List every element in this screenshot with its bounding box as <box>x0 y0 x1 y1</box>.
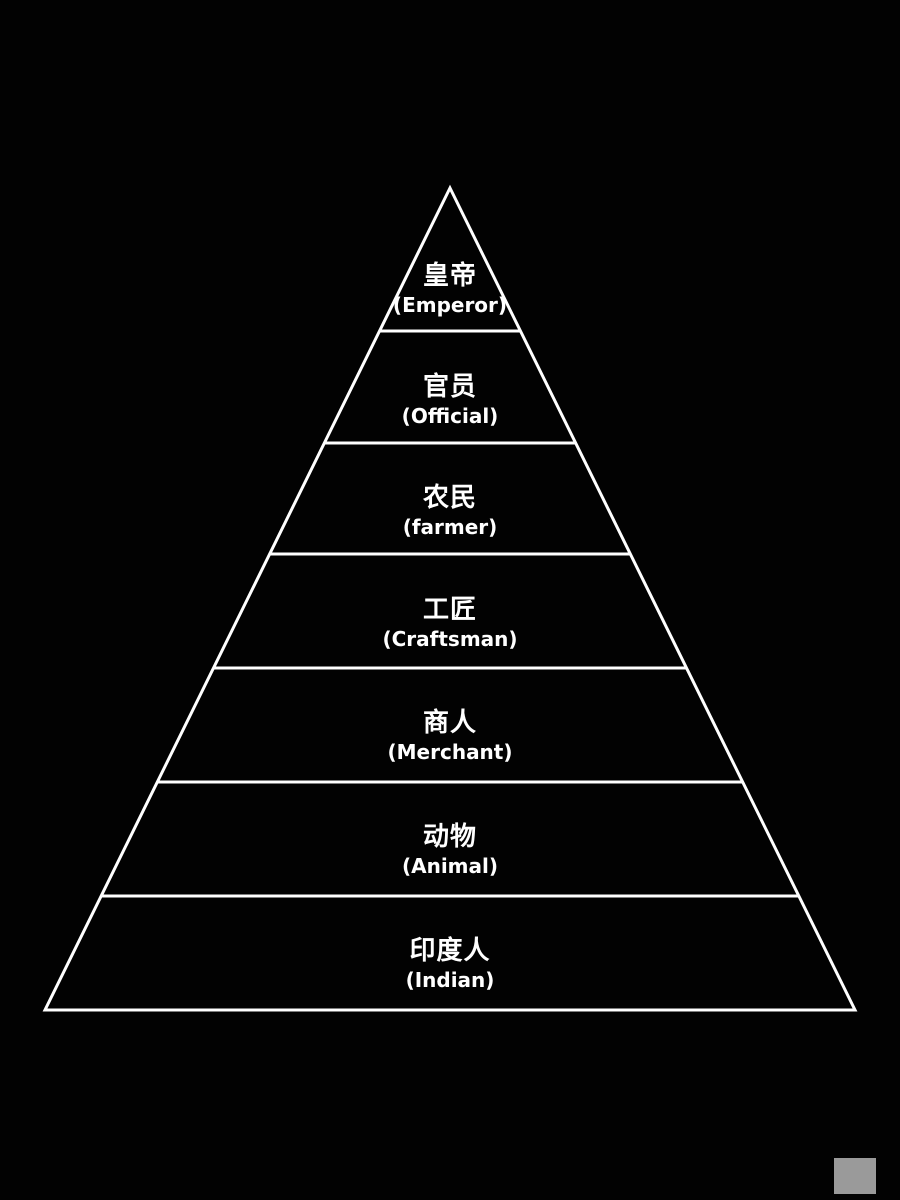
tier-merchant-zh: 商人 <box>422 708 477 738</box>
tier-craftsman-zh: 工匠 <box>422 595 477 625</box>
pyramid-outline <box>42 184 858 1012</box>
tier-farmer: 农民 (farmer) <box>300 485 600 537</box>
tier-farmer-zh: 农民 <box>422 483 477 513</box>
tier-animal-zh: 动物 <box>422 822 477 852</box>
tier-official-en: (Official) <box>401 404 499 428</box>
tier-indian-en: (Indian) <box>405 968 495 992</box>
tier-emperor: 皇帝 (Emperor) <box>300 263 600 315</box>
tier-farmer-en: (farmer) <box>402 515 498 539</box>
tier-merchant-en: (Merchant) <box>387 740 513 764</box>
tier-official-zh: 官员 <box>422 372 477 402</box>
tier-emperor-zh: 皇帝 <box>422 261 477 291</box>
tier-emperor-en: (Emperor) <box>392 293 508 317</box>
tier-craftsman: 工匠 (Craftsman) <box>300 597 600 649</box>
tier-craftsman-en: (Craftsman) <box>382 627 518 651</box>
corner-square <box>834 1158 876 1194</box>
tier-animal-en: (Animal) <box>401 854 499 878</box>
tier-official: 官员 (Official) <box>300 374 600 426</box>
tier-merchant: 商人 (Merchant) <box>300 710 600 762</box>
tier-indian: 印度人 (Indian) <box>300 938 600 990</box>
tier-animal: 动物 (Animal) <box>300 824 600 876</box>
tier-indian-zh: 印度人 <box>409 936 491 966</box>
